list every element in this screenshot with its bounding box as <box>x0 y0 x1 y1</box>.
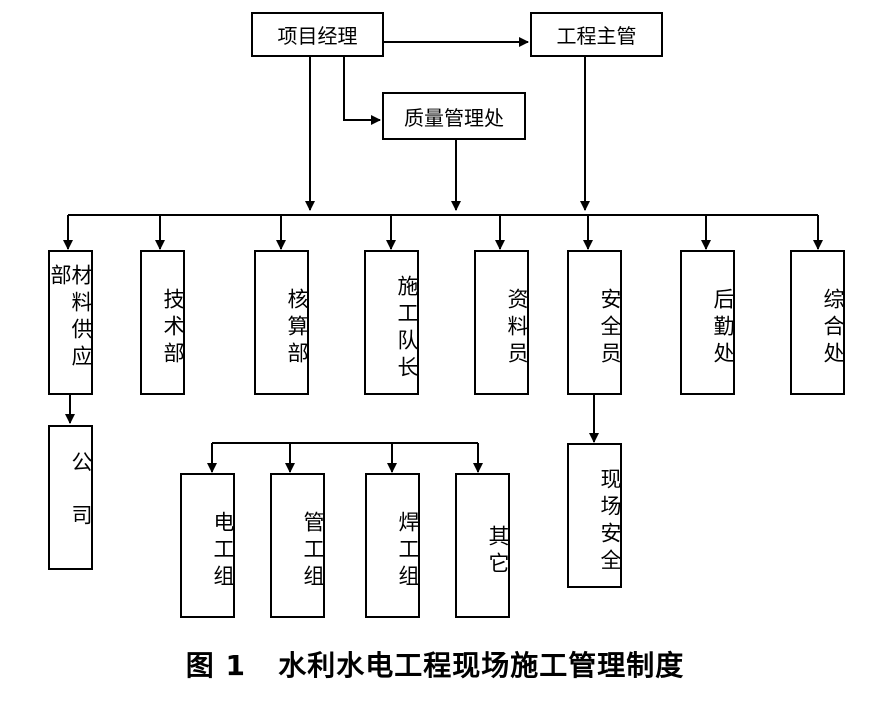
engineering-supervisor-box: 工程主管 <box>530 12 663 57</box>
work-group-label: 电工组 <box>211 511 235 592</box>
dept-label: 材料供应部 <box>48 264 93 372</box>
work-group-label: 焊工组 <box>396 511 420 592</box>
figure-caption: 图 1 水利水电工程现场施工管理制度 <box>185 649 685 682</box>
dept-materials-supply: 材料供应部 <box>48 250 93 395</box>
quality-office-box: 质量管理处 <box>382 92 526 140</box>
project-manager-label: 项目经理 <box>277 24 358 48</box>
dept-label: 技术部 <box>161 288 185 369</box>
project-manager-box: 项目经理 <box>251 12 384 57</box>
connector-pm-to-quality <box>343 57 381 125</box>
work-group-pipefitter: 管工组 <box>270 473 325 618</box>
company-box: 公司 <box>48 425 93 570</box>
work-group-label: 管工组 <box>301 511 325 592</box>
dept-label: 综合处 <box>821 288 845 369</box>
dept-label: 安全员 <box>598 288 622 369</box>
site-safety-label: 现场安全 <box>598 467 622 576</box>
dept-construction-captain: 施工队长 <box>364 250 419 395</box>
dept-logistics: 后勤处 <box>680 250 735 395</box>
dept-records-clerk: 资料员 <box>474 250 529 395</box>
dept-accounting: 核算部 <box>254 250 309 395</box>
work-group-other: 其它 <box>455 473 510 618</box>
work-group-welder: 焊工组 <box>365 473 420 618</box>
company-label: 公司 <box>69 450 93 557</box>
engineering-supervisor-label: 工程主管 <box>556 24 637 48</box>
quality-office-label: 质量管理处 <box>404 105 504 130</box>
dept-safety-officer: 安全员 <box>567 250 622 395</box>
dept-technical: 技术部 <box>140 250 185 395</box>
work-group-label: 其它 <box>486 524 510 579</box>
work-group-electrician: 电工组 <box>180 473 235 618</box>
dept-label: 施工队长 <box>395 274 419 383</box>
dept-general-affairs: 综合处 <box>790 250 845 395</box>
dept-label: 后勤处 <box>711 288 735 369</box>
dept-label: 资料员 <box>505 288 529 369</box>
dept-label: 核算部 <box>285 288 309 369</box>
site-safety-box: 现场安全 <box>567 443 622 588</box>
